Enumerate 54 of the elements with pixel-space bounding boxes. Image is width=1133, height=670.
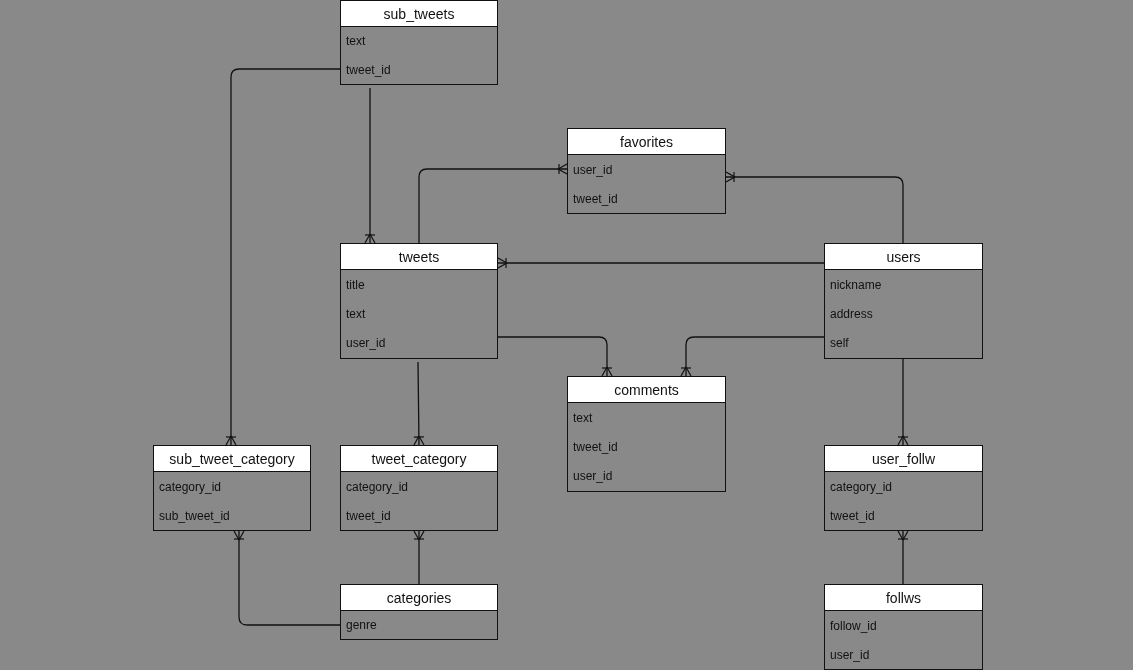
table-header: favorites: [568, 129, 725, 155]
relationship-line: [497, 336, 613, 377]
table-header: categories: [341, 585, 497, 611]
entity-table: [824, 243, 983, 359]
relationship-line: [725, 171, 904, 244]
relationship-line: [680, 336, 825, 377]
relationship-line: [897, 530, 909, 585]
entity-table: [153, 445, 311, 531]
field-name: tweet_id: [346, 508, 391, 523]
field-name: address: [830, 307, 873, 321]
field-name: sub_tweet_id: [159, 508, 230, 523]
field-name: category_id: [830, 479, 893, 494]
table-header: follws: [825, 585, 982, 611]
table-header: tweets: [341, 244, 497, 270]
field-name: genre: [346, 618, 377, 632]
relationship-line: [897, 358, 909, 446]
entity-table: [824, 584, 983, 670]
entity-table: [824, 445, 983, 531]
field-name: nickname: [830, 277, 882, 292]
entity-table: [567, 128, 726, 214]
field-name: tweet_id: [346, 62, 391, 77]
relationship-line: [413, 361, 425, 446]
table-header: sub_tweets: [341, 1, 497, 27]
field-name: text: [573, 410, 593, 425]
field-name: self: [830, 336, 849, 351]
entity-table: [340, 0, 498, 85]
table-header: sub_tweet_category: [154, 446, 310, 472]
table-header: users: [825, 244, 982, 270]
relationship-line: [225, 68, 341, 446]
field-name: category_id: [346, 479, 409, 494]
table-header: user_follw: [825, 446, 982, 472]
relationship-line: [413, 530, 425, 585]
field-name: text: [346, 34, 366, 49]
entity-table: [340, 243, 498, 359]
relationship-line: [233, 530, 341, 626]
field-name: user_id: [573, 469, 613, 484]
field-name: tweet_id: [830, 508, 875, 523]
relationship-line: [418, 163, 568, 244]
field-name: user_id: [830, 647, 870, 662]
field-name: user_id: [573, 162, 613, 177]
field-name: category_id: [159, 479, 222, 494]
entity-table: [340, 445, 498, 531]
table-header: tweet_category: [341, 446, 497, 472]
relationship-line: [497, 257, 825, 269]
field-name: follow_id: [830, 618, 877, 633]
field-name: tweet_id: [573, 191, 618, 206]
entity-table: [567, 376, 726, 492]
field-name: title: [346, 277, 365, 292]
relationship-line: [364, 87, 376, 244]
field-name: user_id: [346, 336, 386, 351]
entity-table: [340, 584, 498, 640]
field-name: tweet_id: [573, 440, 618, 454]
field-name: text: [346, 307, 366, 321]
table-header: comments: [568, 377, 725, 403]
